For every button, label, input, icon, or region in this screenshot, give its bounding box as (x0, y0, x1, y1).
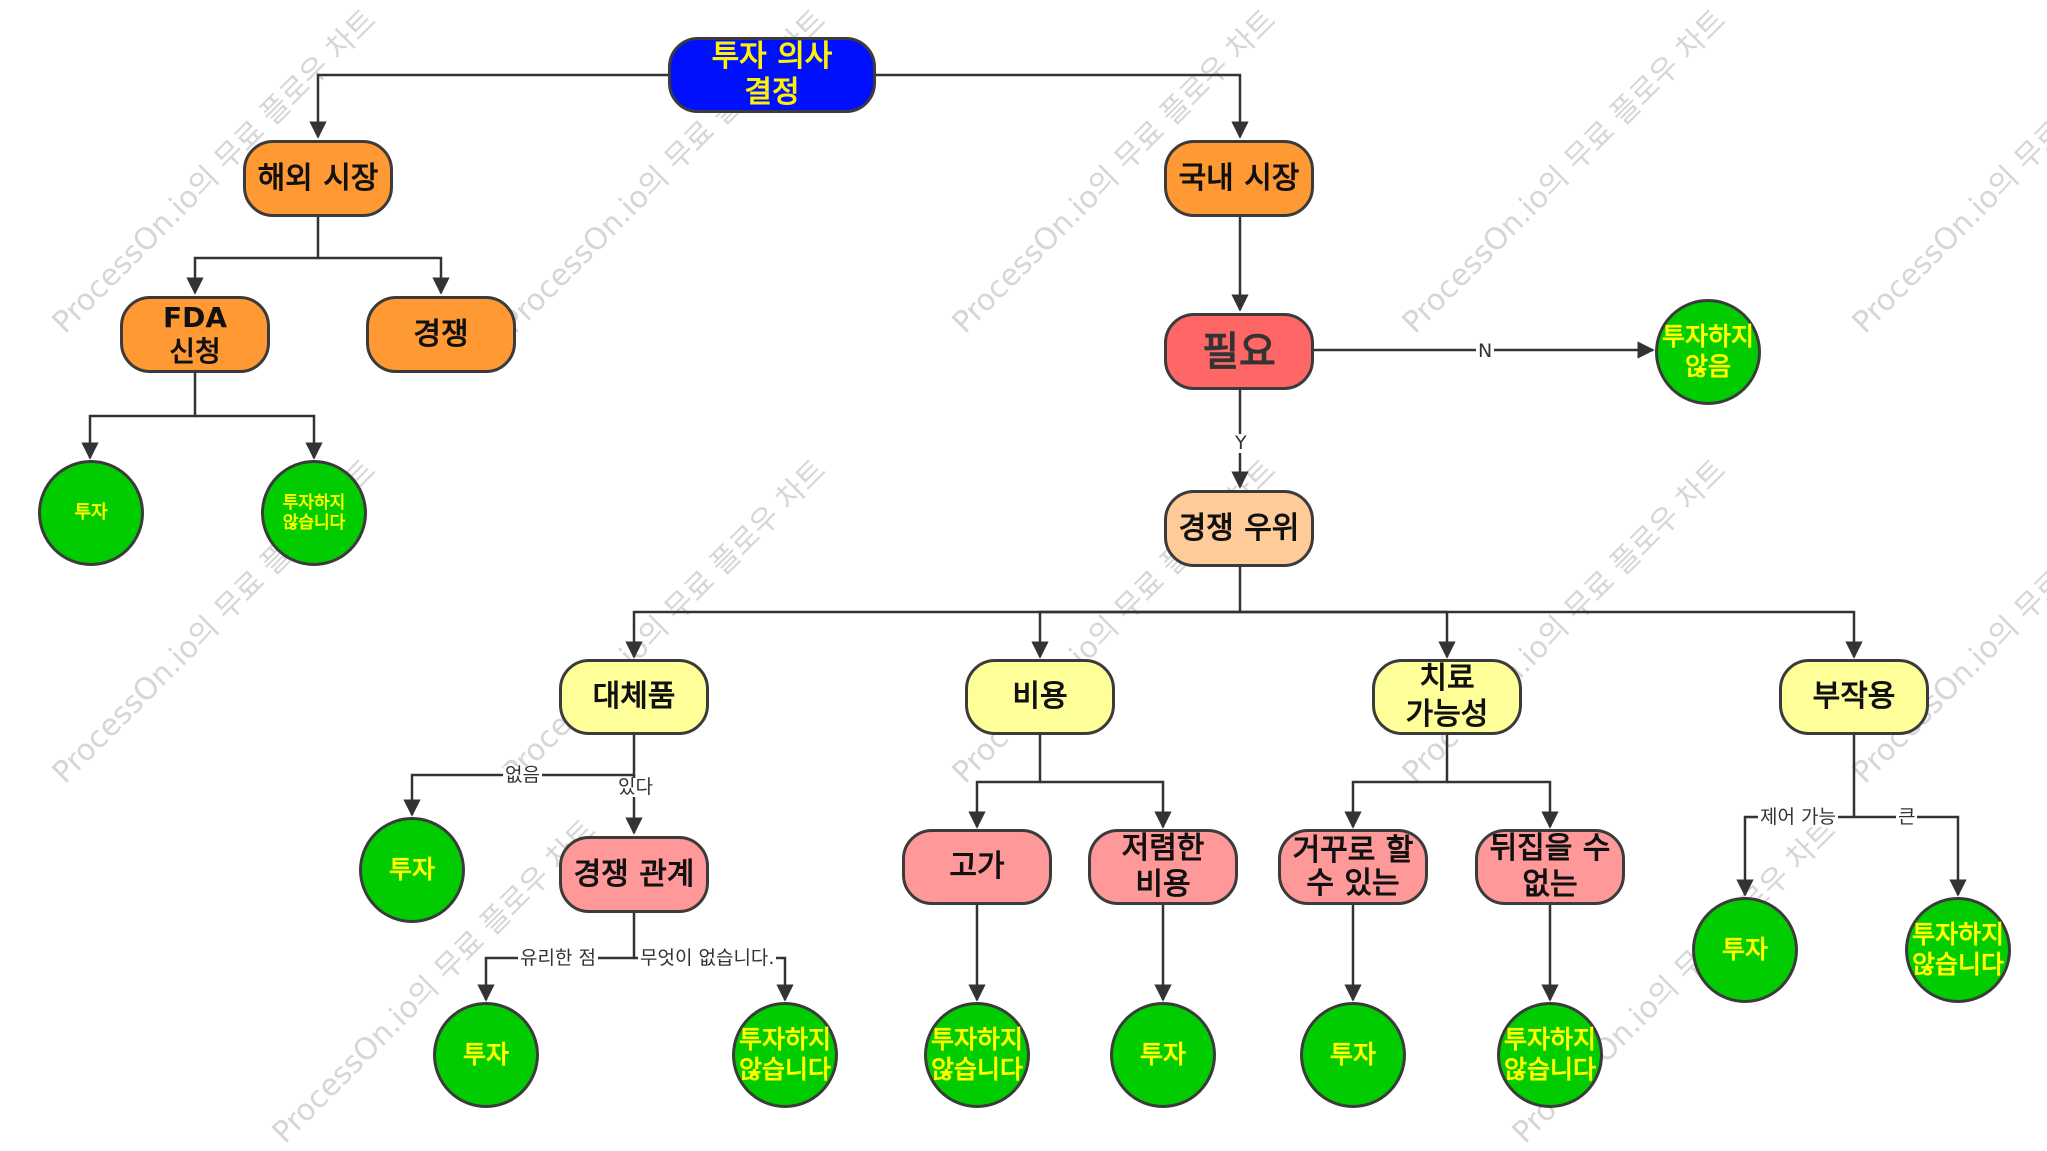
edge-overseas-fda (186, 217, 320, 295)
node-fda[interactable]: FDA 신청 (120, 296, 270, 373)
edge-overseas-competition (318, 256, 450, 295)
node-rel-no-invest[interactable]: 투자하지 않습니다 (732, 1002, 838, 1108)
node-expensive-no-invest[interactable]: 투자하지 않습니다 (924, 1002, 1030, 1108)
edge-fda-noinvest (195, 414, 323, 460)
edge-se-large (1854, 815, 1967, 897)
edge-adv-cost (1031, 610, 1240, 659)
node-competition[interactable]: 경쟁 (366, 296, 516, 373)
edge-fda-invest (81, 373, 197, 460)
node-se-invest[interactable]: 투자 (1692, 897, 1798, 1003)
edge-label-exists: 있다 (616, 776, 655, 798)
node-reversible[interactable]: 거꾸로 할 수 있는 (1278, 829, 1428, 905)
node-compete-rel[interactable]: 경쟁 관계 (559, 836, 709, 913)
edge-adv-substitute (625, 567, 1242, 659)
node-rev-invest[interactable]: 투자 (1300, 1002, 1406, 1108)
node-cheap[interactable]: 저렴한 비용 (1088, 829, 1238, 905)
edge-cur-irrev (1447, 780, 1559, 829)
edge-label-nothing: 무엇이 없습니다. (638, 947, 777, 969)
node-sub-invest[interactable]: 투자 (359, 817, 465, 923)
edge-cost-expensive (968, 735, 1042, 829)
node-irreversible[interactable]: 뒤집을 수 없는 (1475, 829, 1625, 905)
node-curability[interactable]: 치료 가능성 (1372, 659, 1522, 735)
node-advantage[interactable]: 경쟁 우위 (1164, 490, 1314, 567)
edge-label-favorable: 유리한 점 (518, 947, 598, 969)
edge-adv-sideeffect (1240, 610, 1863, 659)
edge-label-none: 없음 (503, 764, 542, 786)
node-fda-label: FDA 신청 (162, 300, 228, 368)
edge-adv-curability (1240, 610, 1456, 659)
node-need[interactable]: 필요 (1164, 313, 1314, 390)
edge-label-large: 큰 (1896, 806, 1918, 828)
edge-root-domestic (876, 73, 1249, 139)
node-root[interactable]: 투자 의사 결정 (668, 37, 876, 113)
node-substitute[interactable]: 대체품 (559, 659, 709, 735)
node-rel-invest[interactable]: 투자 (433, 1002, 539, 1108)
node-irrev-no-invest[interactable]: 투자하지 않습니다 (1497, 1002, 1603, 1108)
edge-label-n: N (1476, 340, 1495, 362)
node-domestic[interactable]: 국내 시장 (1164, 140, 1314, 217)
edge-cur-rev (1344, 735, 1449, 829)
node-need-no-invest[interactable]: 투자하지 않음 (1655, 299, 1761, 405)
node-fda-invest[interactable]: 투자 (38, 460, 144, 566)
edge-label-y: Y (1233, 432, 1249, 454)
edge-root-overseas (309, 73, 668, 139)
node-side-effect[interactable]: 부작용 (1779, 659, 1929, 735)
node-cheap-invest[interactable]: 투자 (1110, 1002, 1216, 1108)
node-expensive[interactable]: 고가 (902, 829, 1052, 905)
node-overseas[interactable]: 해외 시장 (243, 140, 393, 217)
node-fda-no-invest[interactable]: 투자하지 않습니다 (261, 460, 367, 566)
edge-cost-cheap (1040, 780, 1172, 829)
edge-label-controllable: 제어 가능 (1758, 806, 1838, 828)
node-cost[interactable]: 비용 (965, 659, 1115, 735)
node-se-no-invest[interactable]: 투자하지 않습니다 (1905, 897, 2011, 1003)
